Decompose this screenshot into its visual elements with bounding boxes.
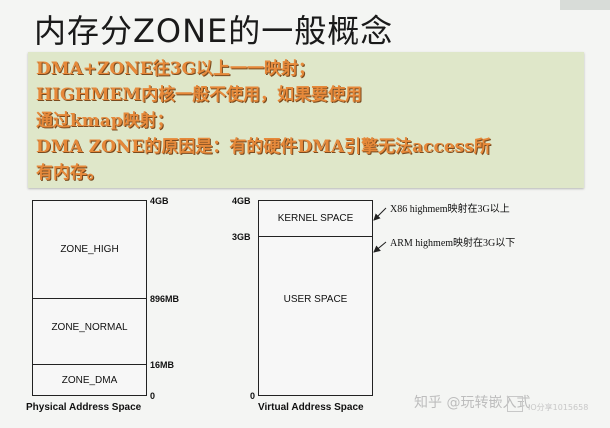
zone-normal-label: ZONE_NORMAL <box>51 322 128 333</box>
watermark-sub: IO分享1015658 <box>528 403 589 412</box>
arm-arrow <box>373 241 387 253</box>
virtual-mark-3gb: 3GB <box>232 232 251 242</box>
physical-caption: Physical Address Space <box>26 402 142 413</box>
virtual-mark-0: 0 <box>250 391 256 401</box>
virtual-caption: Virtual Address Space <box>258 402 364 413</box>
physical-divider-16mb <box>32 364 147 365</box>
note-line: DMA+ZONE往3G以上一一映射； <box>36 59 316 79</box>
note-line: DMA ZONE的原因是：有的硬件DMA引擎无法access所 <box>36 137 491 157</box>
corner-decoration <box>560 0 610 10</box>
physical-mark-16mb: 16MB <box>150 360 175 370</box>
virtual-mark-4gb: 4GB <box>232 196 251 206</box>
page-title: 内存分ZONE的一般概念 <box>34 12 394 50</box>
zone-dma-label: ZONE_DMA <box>61 375 118 386</box>
x86-arrow <box>373 207 387 221</box>
arm-annotation: ARM highmem映射在3G以下 <box>390 238 516 249</box>
zone-high-label: ZONE_HIGH <box>60 244 119 255</box>
user-space-label: USER SPACE <box>283 294 348 305</box>
physical-mark-0: 0 <box>150 391 156 401</box>
physical-divider-896mb <box>32 298 147 299</box>
physical-mark-896mb: 896MB <box>150 294 180 304</box>
physical-mark-4gb: 4GB <box>150 196 169 206</box>
note-line: 有内存。 <box>36 163 104 183</box>
watermark: 知乎 @玩转嵌入式 <box>414 395 531 411</box>
watermark-logo-icon <box>507 396 523 412</box>
note-line: 通过kmap映射； <box>36 111 174 131</box>
note-box: DMA+ZONE往3G以上一一映射； HIGHMEM内核一般不使用，如果要使用 … <box>28 52 584 188</box>
kernel-space-label: KERNEL SPACE <box>277 213 354 224</box>
note-line: HIGHMEM内核一般不使用，如果要使用 <box>36 85 363 105</box>
virtual-divider-3gb <box>258 236 373 237</box>
x86-annotation: X86 highmem映射在3G以上 <box>390 204 510 215</box>
virtual-memory-box <box>258 200 373 396</box>
